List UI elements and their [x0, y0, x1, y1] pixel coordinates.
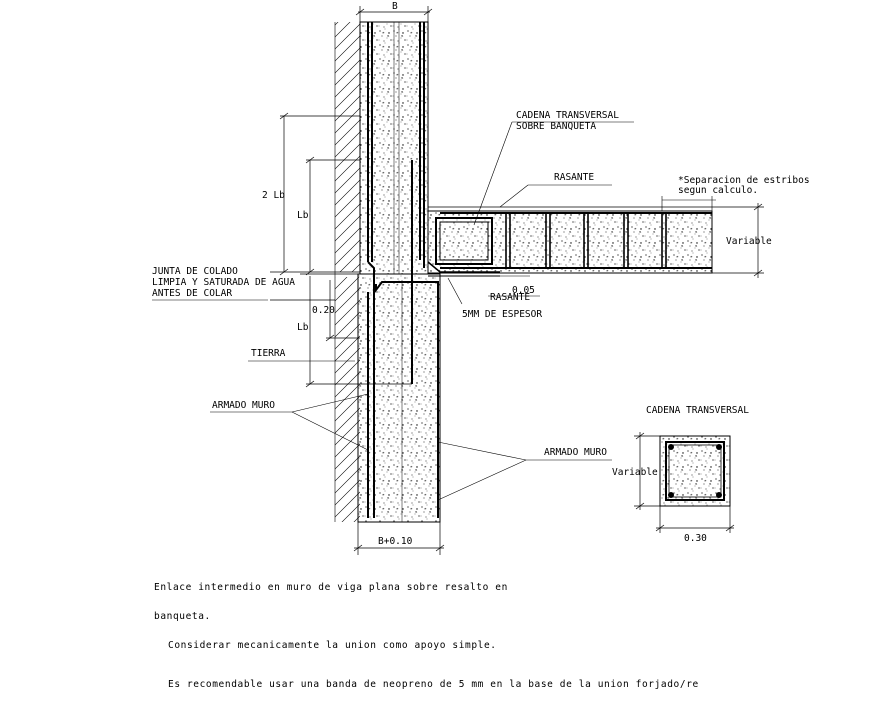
label-030: 0.30: [684, 533, 707, 544]
svg-text:LIMPIA Y SATURADA DE AGUA: LIMPIA Y SATURADA DE AGUA: [152, 277, 295, 288]
junta-label: JUNTA DE COLADO LIMPIA Y SATURADA DE AGU…: [152, 266, 295, 299]
variable-dimension-slab: [712, 203, 764, 278]
label-020: 0.20: [312, 305, 335, 316]
note-line-1: Enlace intermedio en muro de viga plana …: [154, 582, 508, 593]
label-lb-lower: Lb: [297, 322, 309, 333]
note-line-3: Considerar mecanicamente la union como a…: [168, 640, 497, 651]
label-armado-muro-left: ARMADO MURO: [212, 400, 275, 411]
section-dimensions: [634, 432, 735, 533]
cadena-callout: CADENA TRANSVERSAL SOBRE BANQUETA: [473, 110, 634, 226]
svg-text:CADENA TRANSVERSAL: CADENA TRANSVERSAL: [646, 405, 749, 416]
vertical-dimensions: [270, 112, 412, 388]
label-armado-muro-right: ARMADO MURO: [544, 447, 607, 458]
svg-text:SOBRE BANQUETA: SOBRE BANQUETA: [516, 121, 596, 132]
label-lb-upper: Lb: [297, 210, 309, 221]
label-espesor: 5MM DE ESPESOR: [462, 309, 542, 320]
espesor-leader: [447, 277, 463, 305]
dimension-b-plus: [353, 522, 445, 555]
slab-beam: [427, 206, 713, 274]
label-b: B: [392, 1, 398, 12]
label-2lb: 2 Lb: [262, 190, 285, 201]
svg-text:RASANTE: RASANTE: [554, 172, 594, 183]
armado-muro-left-leaders: [210, 393, 369, 451]
label-tierra: TIERRA: [251, 348, 286, 359]
lower-wall: [357, 273, 441, 523]
label-separacion-2: segun calculo.: [678, 185, 758, 196]
label-separacion-1: *Separacion de estribos: [678, 175, 810, 186]
rasante-top-callout: RASANTE: [499, 172, 612, 208]
label-variable-section: Variable: [612, 467, 658, 478]
label-005: 0.05: [512, 285, 535, 296]
separacion-dimension: [661, 196, 716, 211]
note-line-4: Es recomendable usar una banda de neopre…: [168, 679, 699, 690]
soil-hatch: [334, 22, 360, 522]
wall-rebar: [367, 22, 439, 518]
svg-text:ANTES DE COLAR: ANTES DE COLAR: [152, 288, 232, 299]
svg-text:JUNTA DE COLADO: JUNTA DE COLADO: [152, 266, 238, 277]
section-detail: CADENA TRANSVERSAL: [646, 405, 749, 507]
svg-text:CADENA TRANSVERSAL: CADENA TRANSVERSAL: [516, 110, 619, 121]
dimension-b: [355, 6, 433, 22]
wall-vertical-lines: [393, 22, 403, 522]
label-b-plus: B+0.10: [378, 536, 413, 547]
label-variable-slab: Variable: [726, 236, 772, 247]
label-rasante-bottom: RASANTE: [490, 292, 530, 303]
armado-muro-right-leaders: [437, 441, 612, 501]
note-line-2: banqueta.: [154, 611, 211, 622]
